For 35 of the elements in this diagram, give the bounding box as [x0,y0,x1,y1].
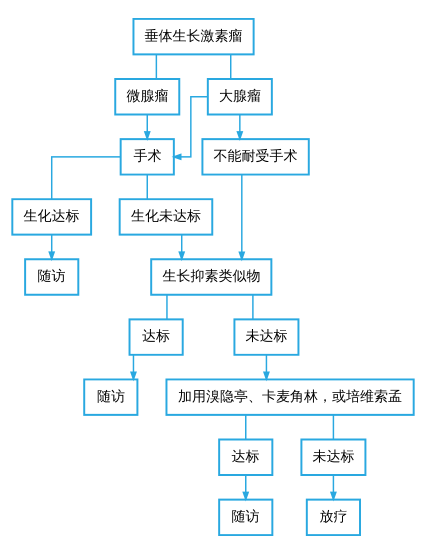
arrow [242,474,250,502]
arrow [262,354,270,381]
node-box: 随访 [83,378,138,416]
node-box: 不能耐受手术 [201,138,310,176]
node-box: 加用溴隐亭、卡麦角林，或培维索孟 [165,378,415,416]
node-box: 生长抑素类似物 [150,258,272,296]
connector [166,294,168,319]
node-box: 达标 [128,318,184,356]
arrow [330,474,337,502]
connector [156,54,158,78]
node-box: 生化未达标 [118,198,214,236]
arrow [144,114,151,141]
arrow [236,114,244,141]
arrow [238,174,246,261]
node-box: 未达标 [300,438,366,476]
node-box: 垂体生长激素瘤 [132,17,255,55]
node-box: 未达标 [233,318,300,356]
arrow [172,96,208,160]
arrow [48,234,56,261]
node-box: 微腺瘤 [114,78,180,115]
connector [252,294,254,319]
connector [50,156,121,198]
connector [146,174,148,198]
node-box: 放疗 [306,498,361,536]
node-box: 生化达标 [11,198,92,236]
node-box: 随访 [218,498,274,536]
arrow [178,234,186,261]
connector [245,414,246,439]
node-box: 随访 [24,258,80,296]
connector [230,54,232,78]
connector [332,414,334,439]
arrow [130,354,137,381]
node-box: 达标 [218,438,274,476]
node-box: 手术 [120,138,175,176]
node-box: 大腺瘤 [206,78,273,115]
